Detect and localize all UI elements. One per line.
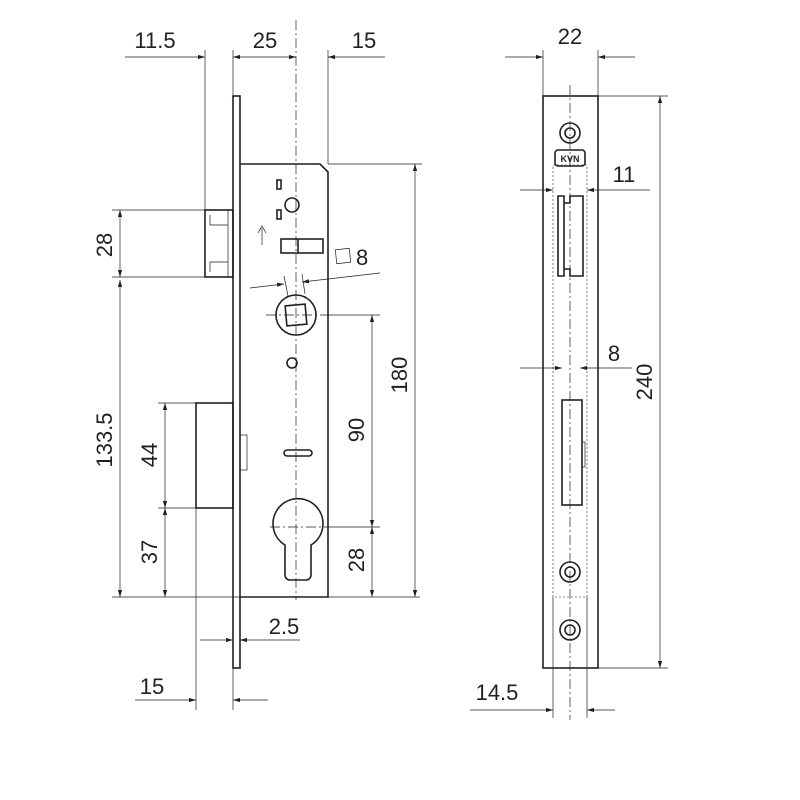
lock-body [240, 163, 329, 598]
front-dimensions: 22 11 8 240 14.5 [470, 24, 668, 718]
side-dimensions: 11.5 25 15 28 133.5 44 37 180 90 28 2.5 … [92, 28, 422, 710]
dim-cylinder-to-bottom: 28 [344, 548, 369, 572]
screw-middle [559, 561, 581, 583]
dim-bolt-to-bottom: 37 [137, 540, 162, 564]
dim-latch-width: 11 [613, 162, 636, 187]
screw-bottom [559, 619, 581, 641]
faceplate [232, 95, 241, 669]
screw-hole [284, 197, 300, 213]
bolt-tab [239, 434, 248, 471]
dim-plate-length: 240 [632, 364, 657, 401]
kvn-logo [554, 149, 586, 167]
dim-plate-width: 22 [558, 24, 582, 49]
deadbolt [195, 402, 234, 509]
slot [283, 449, 313, 457]
square-icon [334, 247, 352, 265]
dim-latch-to-bottom: 133.5 [92, 412, 117, 467]
dim-bolt-width: 8 [608, 341, 620, 366]
side-view [195, 20, 329, 669]
dim-bolt-throw: 15 [140, 674, 164, 699]
front-view: KVN [542, 85, 599, 720]
dim-body-height: 180 [387, 357, 412, 394]
dim-latch-height: 28 [92, 233, 117, 257]
slide-slot [280, 238, 324, 254]
small-hole [286, 357, 298, 369]
dim-spindle-to-cylinder: 90 [344, 418, 369, 442]
dim-backset-offset: 11.5 [134, 28, 175, 53]
dim-faceplate-thickness: 2.5 [269, 614, 300, 639]
dim-spindle-square: 8 [356, 245, 368, 270]
bolt-face [561, 399, 583, 506]
logo-text: KVN [560, 154, 579, 164]
screw-top [559, 122, 581, 144]
arrow-up-icon [257, 225, 267, 245]
dim-backset: 25 [253, 28, 277, 53]
latch [204, 209, 234, 278]
cylinder-hole [272, 497, 324, 581]
dim-bolt-height: 44 [137, 443, 162, 467]
front-plate [542, 95, 599, 669]
dim-bottom-width: 14.5 [476, 680, 519, 705]
dim-front-to-edge: 15 [352, 28, 376, 53]
